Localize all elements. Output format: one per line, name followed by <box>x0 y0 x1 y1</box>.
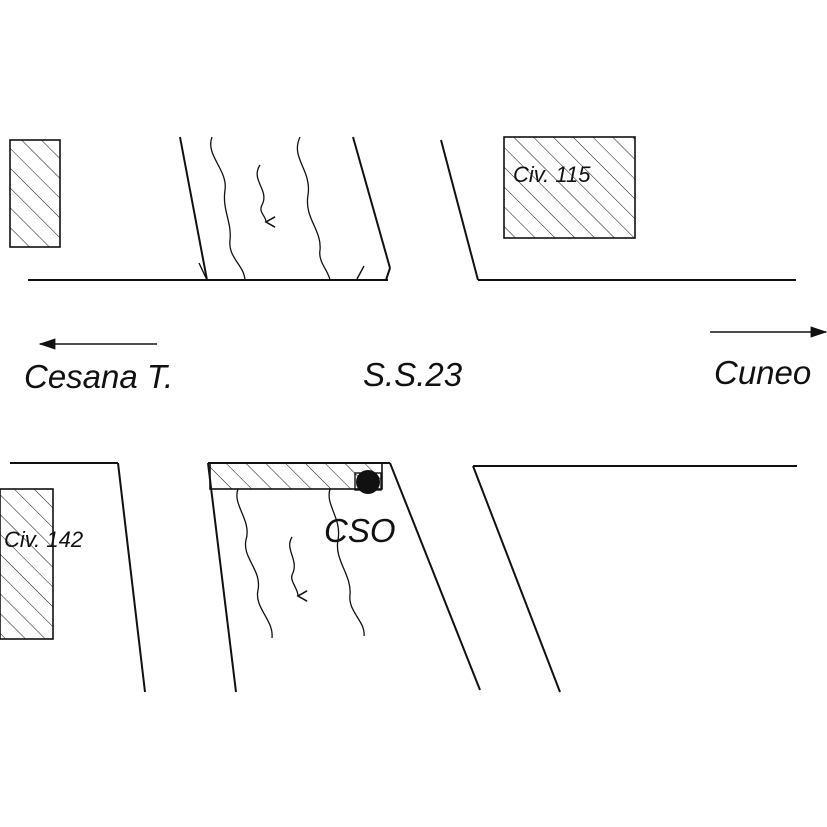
label-cso: CSO <box>324 512 396 549</box>
label-road: S.S.23 <box>363 356 463 393</box>
building-civ-142 <box>0 488 54 640</box>
label-civ-142: Civ. 142 <box>4 527 83 552</box>
road-edge-north <box>28 136 796 281</box>
label-east-direction: Cuneo <box>714 354 811 391</box>
cso-marker <box>354 470 382 494</box>
flow-lines-south <box>236 488 365 639</box>
building-civ-115 <box>503 136 636 239</box>
building-northwest <box>9 139 61 248</box>
label-west-direction: Cesana T. <box>24 358 173 395</box>
hatched-strip-south <box>209 462 383 490</box>
label-civ-115: Civ. 115 <box>513 162 591 187</box>
flow-lines-north <box>198 136 331 281</box>
road-edge-south <box>10 462 797 693</box>
